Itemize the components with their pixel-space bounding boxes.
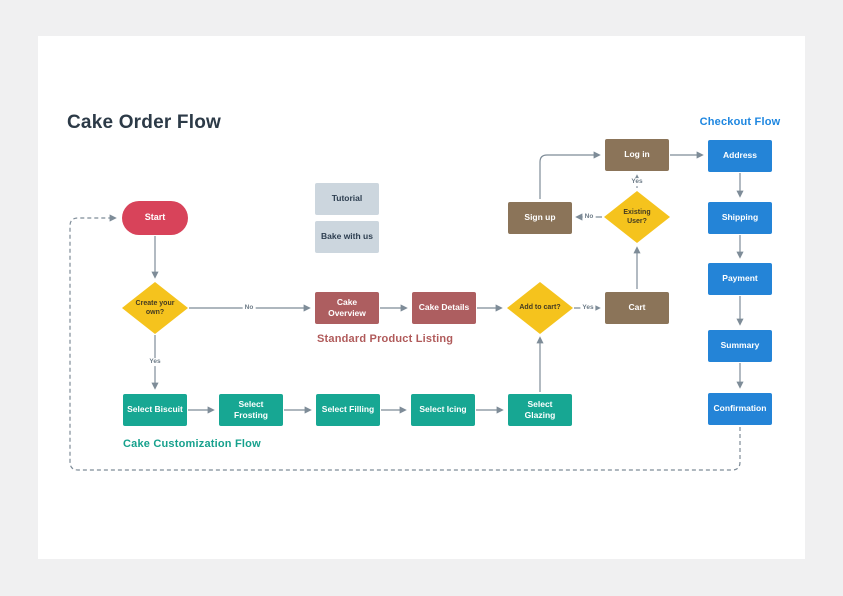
section-label-checkout-flow: Checkout Flow	[699, 116, 781, 128]
node-sign-up: Sign up	[508, 202, 572, 234]
node-confirmation: Confirmation	[708, 393, 772, 425]
node-address: Address	[708, 140, 772, 172]
edge-label-add-to-cart-yes: Yes	[580, 304, 596, 312]
decision-create-your-own-label: Create your own?	[135, 299, 175, 316]
decision-add-to-cart-label: Add to cart?	[519, 304, 561, 312]
diagram-title: Cake Order Flow	[67, 112, 221, 133]
node-select-icing: Select Icing	[411, 394, 475, 426]
edge-confirmation-loop-to-start	[69, 214, 741, 471]
node-tutorial: Tutorial	[315, 183, 379, 215]
node-payment: Payment	[708, 263, 772, 295]
node-summary: Summary	[708, 330, 772, 362]
node-select-glazing: Select Glazing	[508, 394, 572, 426]
node-shipping: Shipping	[708, 202, 772, 234]
node-select-biscuit: Select Biscuit	[123, 394, 187, 426]
flowchart-canvas: Cake Order Flow Checkout Flow Standard P…	[38, 36, 805, 559]
edge-signup-to-login	[539, 151, 601, 199]
edge-label-existing-user-yes: Yes	[629, 178, 645, 186]
section-label-cake-customization-flow: Cake Customization Flow	[123, 438, 261, 450]
node-log-in: Log in	[605, 139, 669, 171]
edge-label-existing-user-no: No	[582, 213, 596, 221]
section-label-standard-product-listing: Standard Product Listing	[317, 333, 454, 345]
node-bake-with-us: Bake with us	[315, 221, 379, 253]
decision-existing-user-label: Existing User?	[623, 208, 651, 225]
node-cart: Cart	[605, 292, 669, 324]
edge-label-create-no: No	[242, 304, 256, 312]
node-cake-details: Cake Details	[412, 292, 476, 324]
node-start: Start	[122, 201, 188, 235]
node-select-filling: Select Filling	[316, 394, 380, 426]
node-cake-overview: Cake Overview	[315, 292, 379, 324]
edge-label-create-yes: Yes	[147, 358, 163, 366]
node-select-frosting: Select Frosting	[219, 394, 283, 426]
